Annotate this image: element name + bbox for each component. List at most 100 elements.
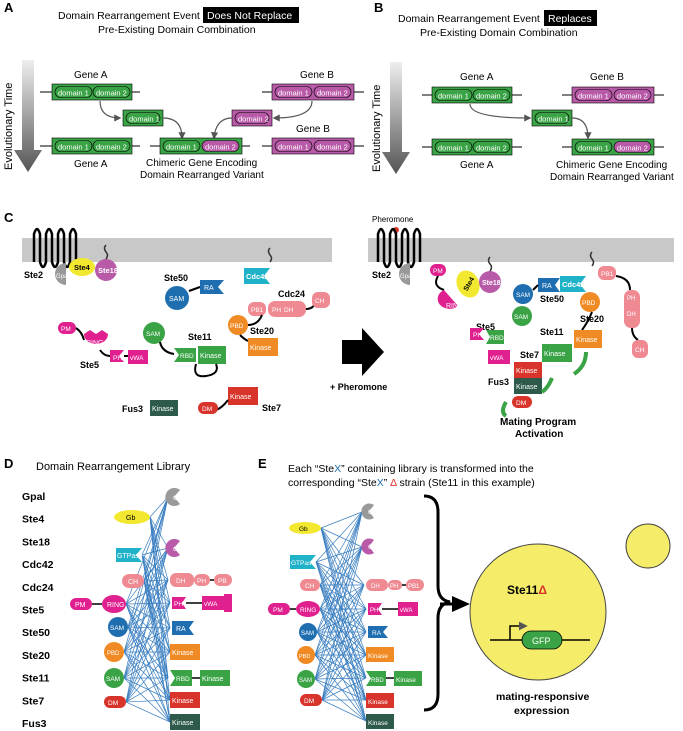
panel-d-left-gb: Gb — [126, 515, 135, 522]
label-kinase-ste20-left: Kinase — [250, 345, 272, 352]
panel-d-left-pm: PM — [75, 602, 86, 609]
panel-e-line-61 — [314, 678, 367, 701]
panel-d-right-ph2: PH — [174, 601, 183, 608]
panel-b-title-line2: Pre-Existing Domain Combination — [420, 27, 578, 39]
panel-a-bottom-domain1-a: domain 1 — [58, 143, 89, 152]
panel-d-right-ra: RA — [176, 626, 186, 633]
panel-d-left-ring: RING — [107, 602, 125, 609]
label-ste11-right: Ste11 — [540, 327, 564, 337]
label-ph-cdc24-left: PH — [272, 307, 281, 314]
panel-b-gene-a-bottom: Gene A — [460, 160, 494, 171]
ste2-receptor-right — [376, 227, 422, 269]
panel-d-line-28 — [125, 547, 169, 605]
panel-b-time-arrow — [382, 62, 410, 174]
panel-b-domain1-b: domain 1 — [578, 92, 609, 101]
label-ste5-left: Ste5 — [80, 360, 99, 370]
library-gene-ste5: Ste5 — [22, 605, 44, 617]
panel-b-chimeric-line1: Chimeric Gene Encoding — [556, 160, 667, 171]
panel-e-line-67 — [321, 631, 367, 701]
label-sam-ste11-right: SAM — [514, 314, 528, 321]
panel-d-line-12 — [141, 554, 171, 604]
panel-b-letter: B — [374, 0, 383, 15]
panel-c-membrane-left — [22, 238, 332, 262]
panel-e-line-53 — [314, 654, 367, 722]
panel-e-line-36 — [316, 511, 363, 633]
panel-d-right-vwa: vWA — [204, 601, 218, 608]
promoter-arrow — [509, 621, 528, 640]
panel-e-left-gb: Gb — [299, 526, 308, 533]
panel-a: A Domain Rearrangement Event Does Not Re… — [3, 0, 364, 181]
panel-e-left-ch: CH — [305, 583, 315, 590]
label-pb1-left: PB1 — [251, 307, 264, 314]
panel-d-line-47 — [123, 579, 169, 653]
panel-d-line-31 — [125, 603, 171, 629]
panel-d-left-sam2: SAM — [106, 676, 120, 683]
label-ste18-right: Ste18 — [482, 280, 501, 287]
library-gene-ste20: Ste20 — [22, 650, 50, 662]
label-pbd-left: PBD — [230, 323, 244, 330]
panel-a-title-highlight-bg — [203, 7, 299, 23]
label-kinase-ste7-left: Kinase — [230, 394, 252, 401]
panel-d-letter: D — [4, 456, 13, 471]
panel-a-domain1-a: domain 1 — [58, 89, 89, 98]
library-gene-cdc42: Cdc42 — [22, 559, 54, 571]
label-pbd-right: PBD — [582, 300, 596, 307]
panel-e-line-21 — [319, 584, 367, 610]
panel-e-line-68 — [321, 654, 367, 701]
panel-b-domain2-a: domain 2 — [476, 92, 507, 101]
panel-e-right-pb1: PB1 — [408, 584, 420, 590]
panel-d-right-kinase-red: Kinase — [172, 698, 194, 705]
label-fus3-right: Fus3 — [488, 377, 509, 387]
panel-a-domain1-b: domain 1 — [278, 89, 309, 98]
label-pb1-right: PB1 — [601, 271, 614, 278]
panel-d-line-24 — [143, 580, 169, 679]
panel-d-right-kinase-orange: Kinase — [172, 650, 194, 657]
label-cdc24-left: Cdc24 — [278, 289, 305, 299]
label-ch-left: CH — [315, 298, 325, 305]
panel-e-line-18 — [319, 511, 363, 586]
panel-a-extract-domain2: domain 2 — [238, 115, 269, 124]
panel-d-line-20 — [143, 579, 169, 582]
library-gene-fus3: Fus3 — [22, 718, 47, 730]
panel-c: C Ste2 Gpa1 Ste4 Ste18 Ste50 SAM RA Cdc4… — [4, 210, 674, 440]
panel-a-bottom-domain2-b: domain 2 — [317, 143, 348, 152]
panel-e-line-60 — [314, 677, 367, 680]
library-gene-ste4: Ste4 — [22, 514, 44, 526]
panel-e-line-5 — [320, 527, 367, 656]
gfp-label: GFP — [532, 636, 551, 646]
label-sam-ste50-right: SAM — [516, 292, 530, 299]
label-kinase-ste11-right: Kinase — [544, 351, 566, 358]
panel-d-line-2 — [149, 516, 169, 581]
panel-d-line-63 — [125, 496, 169, 703]
panel-d-gene-labels: GpalSte4Ste18Cdc42Cdc24Ste5Ste50Ste20Ste… — [22, 491, 54, 730]
panel-d-line-21 — [143, 580, 171, 604]
panel-e-line-66 — [321, 608, 367, 701]
panel-b-title-highlight: Replaces — [548, 13, 592, 25]
label-ste18-left: Ste18 — [98, 266, 118, 275]
panel-b-domain2-b: domain 2 — [617, 92, 648, 101]
label-ste7-right: Ste7 — [520, 350, 539, 360]
panel-d-title: Domain Rearrangement Library — [36, 461, 191, 473]
panel-e-right-kinase-dkgreen: Kinase — [368, 720, 388, 727]
plus-pheromone-label: + Pheromone — [330, 382, 387, 392]
panel-b-chimera-domain1: domain 1 — [578, 144, 609, 153]
panel-a-bottom-domain2-a: domain 2 — [96, 143, 127, 152]
panel-e: E Each “SteX” containing library is tran… — [258, 456, 671, 729]
readout-line2: expression — [514, 705, 569, 717]
panel-e-left-sam2: SAM — [299, 678, 312, 684]
panel-d-right-kinase-green: Kinase — [202, 676, 224, 683]
yeast-bud — [625, 523, 671, 569]
panel-d-left-ch: CH — [128, 579, 138, 586]
panel-e-line-69 — [321, 677, 367, 701]
panel-d-line-41 — [127, 626, 171, 653]
panel-d-line-15 — [141, 554, 169, 679]
panel-d-line-55 — [123, 547, 169, 679]
panel-d-right-kinase-dkgreen: Kinase — [172, 720, 194, 727]
panel-b-gene-b-top: Gene B — [590, 72, 624, 83]
panel-b-title-part1: Domain Rearrangement Event — [398, 13, 540, 25]
panel-a-chimeric-line1: Chimeric Gene Encoding — [146, 158, 257, 169]
library-gene-cdc24: Cdc24 — [22, 582, 54, 594]
panel-e-left-pm: PM — [273, 607, 283, 614]
label-ste2-left: Ste2 — [24, 270, 43, 280]
panel-e-line-51 — [314, 654, 367, 679]
